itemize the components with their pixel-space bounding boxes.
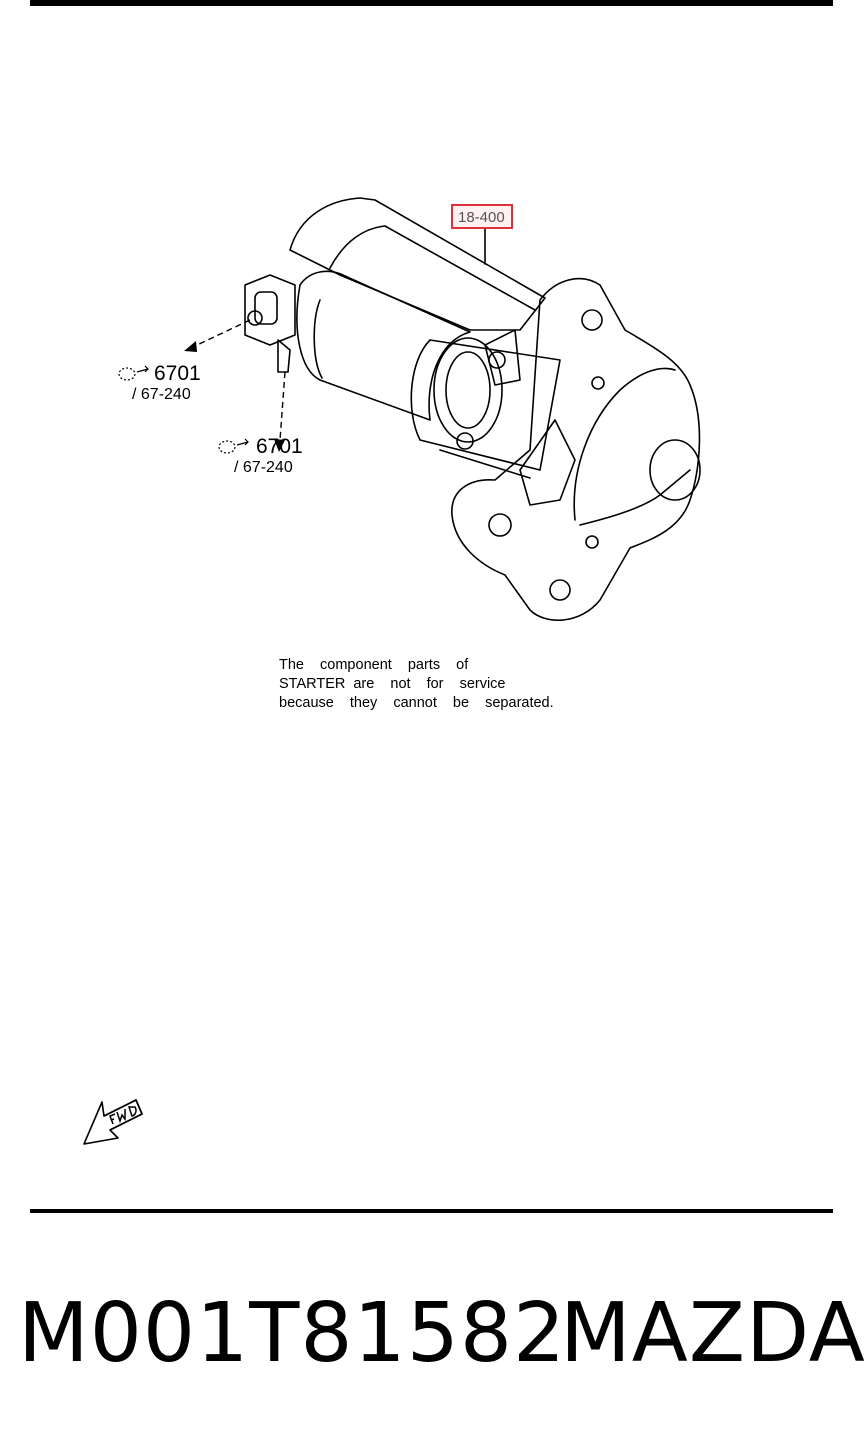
bolt-callout-ref: 6701	[256, 435, 303, 458]
service-note: The component parts of STARTER are not fo…	[279, 656, 554, 713]
top-rule	[30, 0, 833, 6]
part-number-highlight[interactable]	[451, 204, 513, 229]
brand-name: MAZDA	[560, 1286, 864, 1381]
bolt-callout-sub: / 67-240	[132, 386, 191, 403]
starter-motor-drawing	[118, 197, 701, 621]
bottom-rule	[30, 1209, 833, 1213]
service-note-line: The component parts of	[279, 657, 469, 673]
service-note-line: because they cannot be separated.	[279, 695, 554, 711]
part-code: M001T81582	[18, 1286, 567, 1381]
bolt-callout-ref: 6701	[154, 362, 201, 385]
fwd-arrow-icon	[83, 1099, 143, 1145]
part-number-label[interactable]: 18-400	[458, 209, 505, 226]
service-note-line: STARTER are not for service	[279, 676, 506, 692]
bolt-callout-sub: / 67-240	[234, 459, 293, 476]
